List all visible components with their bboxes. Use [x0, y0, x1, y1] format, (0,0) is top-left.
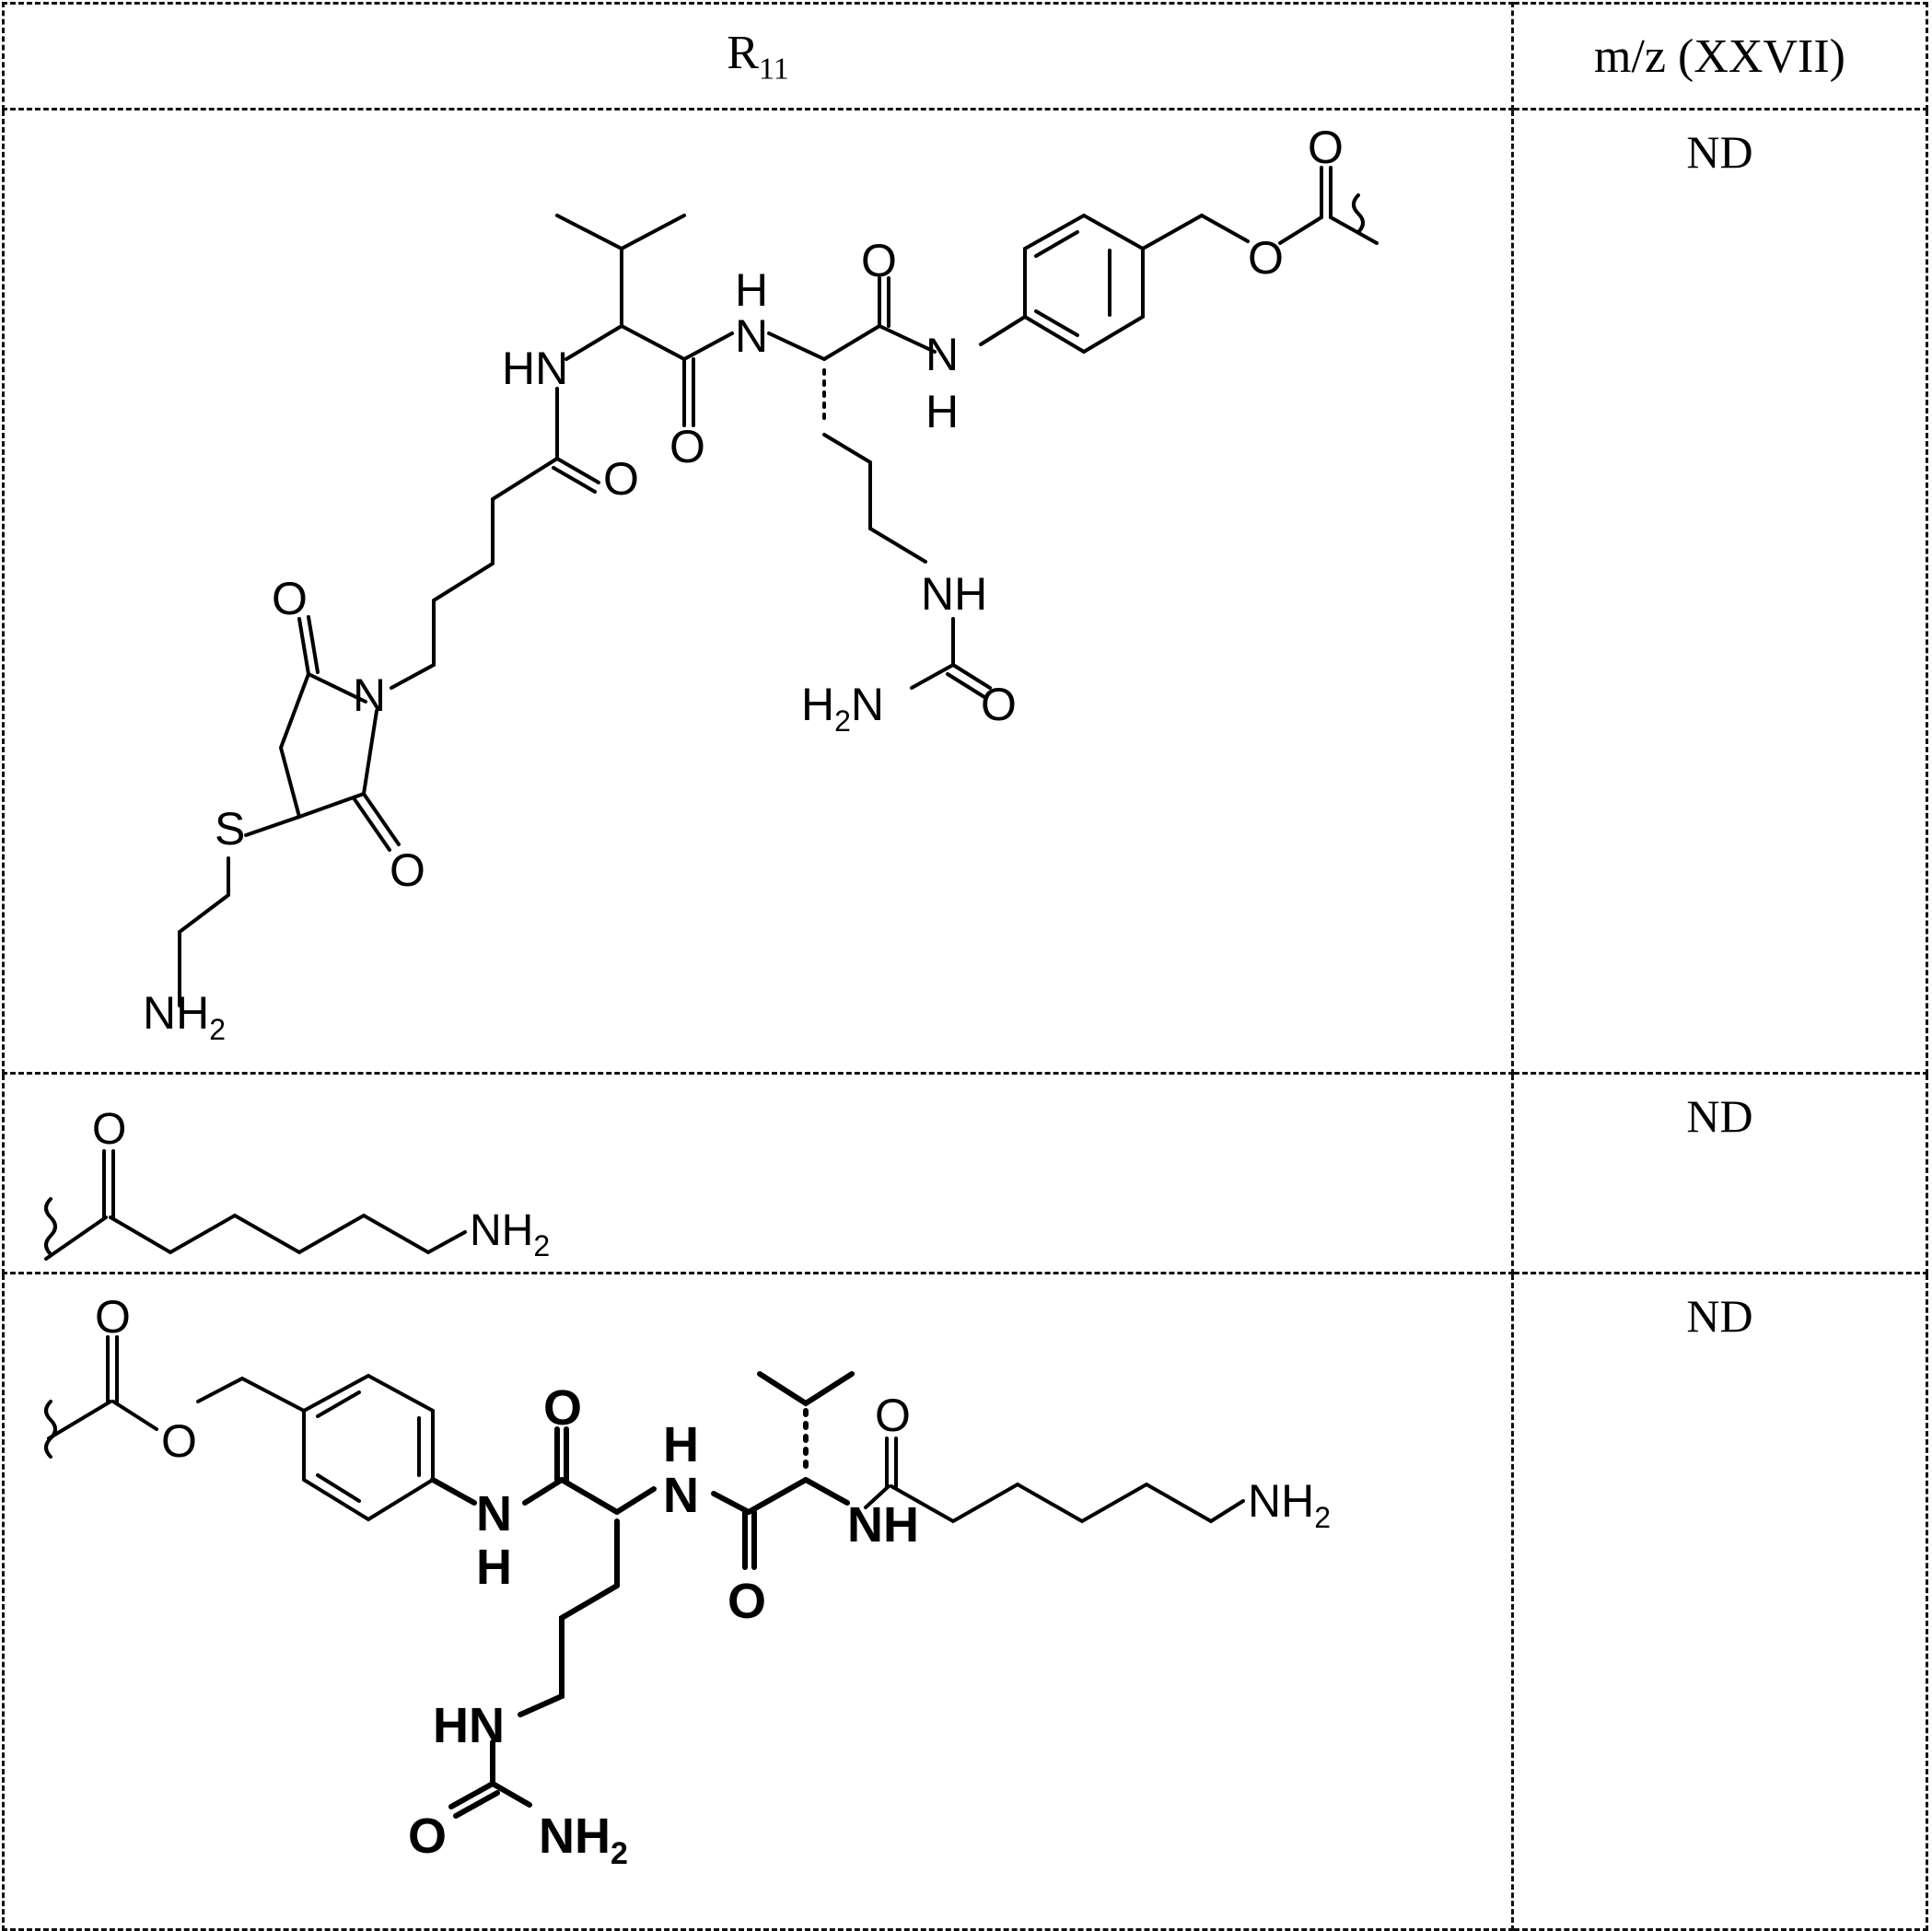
nh2-label: NH2 [1248, 1475, 1331, 1534]
atom-label: O [669, 421, 705, 472]
atom-label: N [735, 310, 768, 362]
atom-label: H [663, 1417, 699, 1472]
mz-value: ND [1511, 1072, 1928, 1274]
mz-value: ND [1511, 108, 1928, 1075]
chemical-structure-2: O NH2 [44, 1105, 550, 1262]
atom-label: HN [502, 343, 568, 394]
table-row: O NH2 ND [2, 1072, 1928, 1274]
nh2-label: NH2 [470, 1206, 550, 1262]
chemical-structure-3: O O N H O H N O NH HN O NH2 O [44, 1291, 1331, 1871]
h2n-label: H2N [801, 679, 884, 738]
atom-label: O [1248, 232, 1284, 284]
nh2-label: NH2 [539, 1809, 628, 1871]
atom-label: N [663, 1468, 699, 1523]
atom-label: O [1308, 122, 1344, 173]
header-row: R11 m/z (XXVII) [2, 2, 1928, 111]
atom-label: N [353, 669, 386, 721]
structure-cell: O NH2 [2, 1072, 1514, 1274]
atom-label: O [272, 573, 308, 624]
atom-label: H [735, 264, 768, 316]
atom-label: O [875, 1390, 911, 1441]
atom-label: O [727, 1574, 766, 1629]
atom-label: S [215, 803, 245, 855]
structure-cell: O O N H O H N O NH HN O NH2 O [2, 1272, 1514, 1931]
atom-label: O [981, 679, 1017, 730]
nh2-label: NH2 [143, 987, 226, 1046]
atom-label: NH [847, 1497, 919, 1553]
chemical-structure-1: O O N S NH2 HN O O H N O N H O O NH H2N [143, 122, 1379, 1046]
atom-label: N [925, 329, 959, 380]
atom-label: O [543, 1380, 582, 1436]
table-row: O O N S NH2 HN O O H N O N H O O NH H2N [2, 108, 1928, 1075]
structure-cell: O O N S NH2 HN O O H N O N H O O NH H2N [2, 108, 1514, 1075]
atom-label: HN [433, 1698, 505, 1753]
atom-label: NH [921, 568, 987, 620]
atom-label: N [476, 1486, 512, 1541]
atom-label: O [408, 1809, 447, 1864]
header-r11: R11 [2, 2, 1514, 111]
atom-label: O [161, 1415, 197, 1467]
atom-label: H [476, 1540, 512, 1595]
atom-label: O [95, 1291, 131, 1343]
atom-label: O [603, 453, 639, 505]
atom-label: O [861, 235, 897, 286]
header-mz: m/z (XXVII) [1511, 2, 1928, 111]
atom-label: H [925, 386, 959, 437]
atom-label: O [92, 1105, 126, 1154]
table-row: O O N H O H N O NH HN O NH2 O [2, 1272, 1928, 1931]
atom-label: O [390, 844, 425, 896]
mz-value: ND [1511, 1272, 1928, 1931]
